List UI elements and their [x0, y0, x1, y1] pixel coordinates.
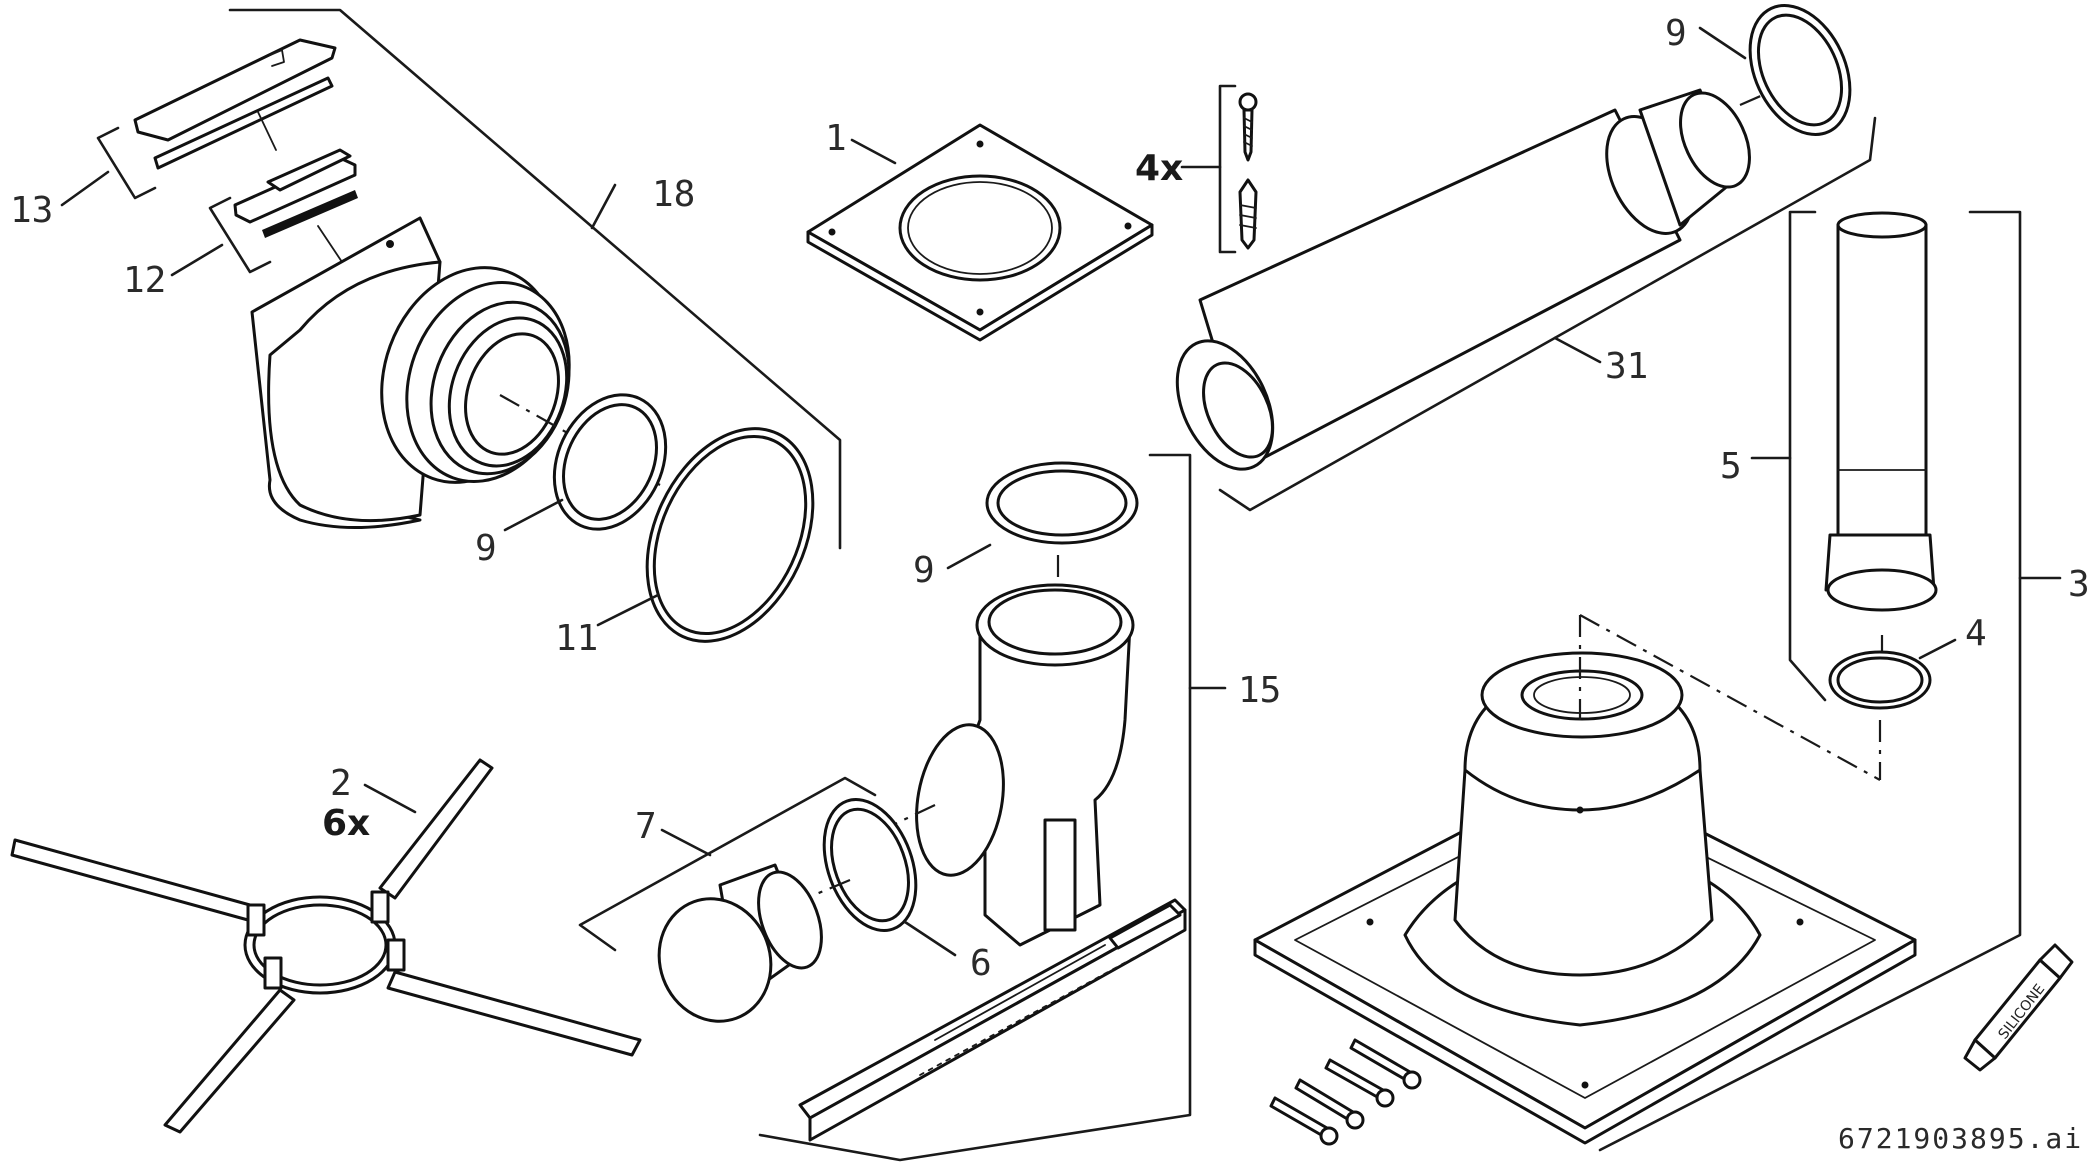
label-5: 5	[1720, 446, 1742, 487]
label-15: 15	[1238, 670, 1281, 711]
label-3: 3	[2068, 564, 2090, 605]
label-4x: 4x	[1135, 148, 1183, 189]
part-31-pipe	[1175, 88, 1751, 471]
label-6x: 6x	[322, 803, 370, 844]
label-1: 1	[825, 118, 847, 159]
seal-9-centre	[985, 461, 1139, 545]
group-18-bracket	[228, 8, 842, 550]
roof-screws	[1269, 1038, 1422, 1146]
label-6: 6	[970, 943, 992, 984]
seal-6	[822, 798, 918, 932]
seal-9-left	[552, 393, 668, 531]
seal-11	[645, 427, 815, 643]
label-11: 11	[555, 618, 598, 659]
part-2-spider-bracket	[10, 758, 642, 1134]
label-2: 2	[330, 763, 352, 804]
roof-flashing	[1253, 651, 1917, 1145]
label-9-top: 9	[1665, 13, 1687, 54]
screw-and-plug-set	[1180, 84, 1258, 254]
label-18: 18	[652, 174, 695, 215]
part-12-plate	[208, 148, 358, 274]
part-7-cap	[657, 863, 823, 1023]
part-5-vertical-pipe	[1824, 211, 1938, 612]
seal-4	[1828, 650, 1932, 710]
label-13: 13	[10, 190, 53, 231]
part-13-clip	[96, 38, 337, 200]
elbow-body	[250, 216, 571, 529]
label-4: 4	[1965, 613, 1987, 654]
mounting-rail	[798, 898, 1187, 1142]
part-1-wall-plate	[806, 123, 1154, 342]
tee-body	[915, 583, 1135, 947]
label-9-left: 9	[475, 528, 497, 569]
label-9-centre: 9	[913, 550, 935, 591]
label-31: 31	[1605, 346, 1648, 387]
drawing-number: 6721903895.ai	[1838, 1122, 2083, 1155]
seal-9-top-right	[1748, 4, 1852, 136]
silicone-tube: SILICONE	[1963, 943, 2074, 1072]
label-7: 7	[635, 806, 657, 847]
label-12: 12	[123, 260, 166, 301]
leader-lines	[60, 26, 1957, 957]
